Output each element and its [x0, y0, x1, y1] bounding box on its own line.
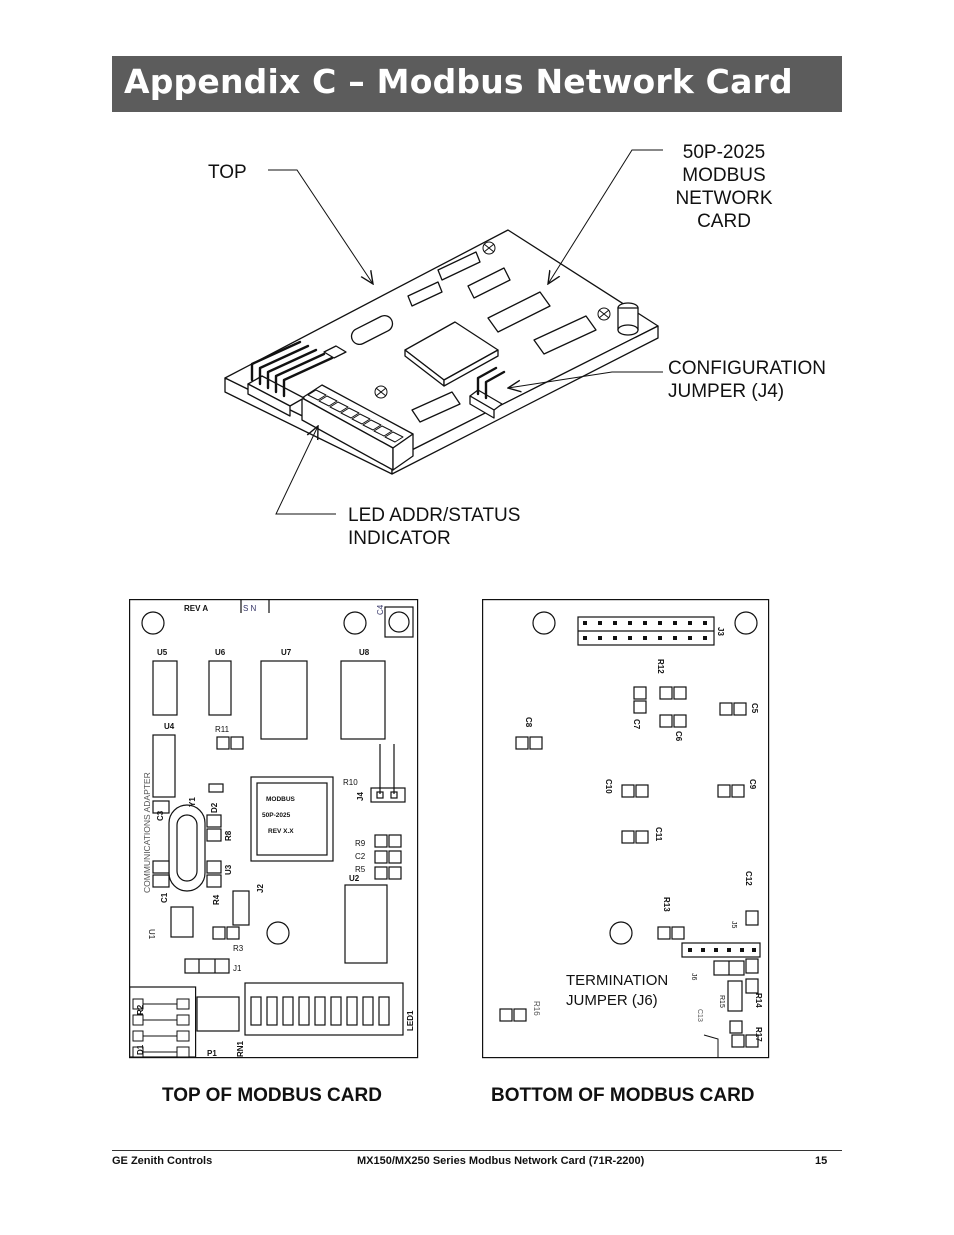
label-c10: C10 — [604, 779, 613, 794]
label-r13: R13 — [662, 897, 671, 912]
bottom-board-drawing: J3 R12 C5 C7 C6 C8 C10 C9 C11 C12 R13 J5… — [482, 599, 770, 1059]
callout-led: LED ADDR/STATUS INDICATOR — [348, 504, 520, 550]
label-r15: R15 — [718, 995, 725, 1008]
label-u8: U8 — [359, 648, 370, 657]
footer-center: MX150/MX250 Series Modbus Network Card (… — [357, 1155, 645, 1167]
label-c6: C6 — [674, 731, 683, 742]
label-c3: C3 — [156, 810, 165, 821]
chip-line: 50P-2025 — [262, 812, 291, 819]
label-y1: Y1 — [188, 797, 197, 807]
caption-bottom-of-card: BOTTOM OF MODBUS CARD — [491, 1085, 755, 1106]
callout-card-line: 50P-2025 — [682, 142, 766, 163]
callout-card-line: NETWORK — [675, 188, 773, 209]
label-u3: U3 — [224, 864, 233, 875]
label-d2: D2 — [210, 802, 219, 813]
callout-jumper: CONFIGURATION JUMPER (J4) — [668, 357, 826, 403]
label-j1: J1 — [233, 964, 242, 973]
top-rev: REV A — [184, 604, 208, 613]
label-p1: P1 — [207, 1049, 217, 1058]
label-r2: R2 — [136, 1004, 145, 1015]
label-r14: R14 — [754, 993, 763, 1008]
callout-led-line: LED ADDR/STATUS — [348, 505, 521, 526]
label-u6: U6 — [215, 648, 226, 657]
label-c4: C4 — [376, 604, 385, 615]
label-r10: R10 — [343, 778, 358, 787]
label-j4: J4 — [356, 792, 365, 801]
top-board-drawing: REV A S N U5 U6 U7 U8 U4 R11 C4 R10 J4 C… — [129, 599, 419, 1059]
label-c1: C1 — [160, 892, 169, 903]
label-r12: R12 — [656, 659, 665, 674]
label-r9: R9 — [355, 839, 366, 848]
label-r17: R17 — [754, 1027, 763, 1042]
label-c12: C12 — [744, 871, 753, 886]
label-r8: R8 — [224, 830, 233, 841]
label-d1: D1 — [136, 1044, 145, 1055]
label-r3: R3 — [233, 944, 244, 953]
caption-top-of-card: TOP OF MODBUS CARD — [162, 1085, 382, 1106]
label-c13: C13 — [696, 1009, 703, 1022]
label-j2: J2 — [256, 884, 265, 893]
label-u4: U4 — [164, 722, 175, 731]
label-c5: C5 — [750, 703, 759, 714]
label-led1: LED1 — [406, 1010, 415, 1031]
label-c9: C9 — [748, 779, 757, 790]
page-title: Appendix C – Modbus Network Card — [124, 62, 793, 101]
top-mark: S N — [243, 604, 257, 613]
termination-line: JUMPER (J6) — [566, 992, 658, 1009]
footer-left: GE Zenith Controls — [112, 1155, 213, 1167]
label-u5: U5 — [157, 648, 168, 657]
callout-jumper-line: JUMPER (J4) — [668, 381, 785, 402]
termination-line: TERMINATION — [566, 972, 668, 989]
label-r16: R16 — [532, 1001, 541, 1016]
callout-top: TOP — [208, 162, 247, 183]
label-j6: J6 — [690, 973, 697, 981]
label-c11: C11 — [654, 827, 663, 842]
label-rn1: RN1 — [236, 1040, 245, 1057]
page-number: 15 — [815, 1155, 828, 1167]
label-r4: R4 — [212, 894, 221, 905]
chip-line: MODBUS — [266, 796, 296, 803]
label-u1: U1 — [147, 929, 156, 940]
callout-card-line: MODBUS — [682, 165, 766, 186]
label-c7: C7 — [632, 719, 641, 730]
title-banner: Appendix C – Modbus Network Card — [112, 56, 842, 112]
vertical-comm-text: COMMUNICATIONS ADAPTER — [142, 772, 152, 893]
label-j5: J5 — [730, 921, 737, 929]
label-u7: U7 — [281, 648, 292, 657]
label-c8: C8 — [524, 717, 533, 728]
callout-card-line: CARD — [697, 211, 751, 232]
label-u2: U2 — [349, 874, 360, 883]
callout-card: 50P-2025 MODBUS NETWORK CARD — [664, 141, 784, 233]
label-r5: R5 — [355, 865, 366, 874]
label-j3: J3 — [716, 627, 725, 636]
footer-divider — [112, 1150, 842, 1151]
callout-jumper-line: CONFIGURATION — [668, 358, 826, 379]
chip-line: REV X.X — [268, 828, 294, 835]
callout-led-line: INDICATOR — [348, 528, 451, 549]
label-r11: R11 — [215, 725, 230, 734]
isometric-card-drawing — [224, 149, 663, 515]
label-c2: C2 — [355, 852, 366, 861]
